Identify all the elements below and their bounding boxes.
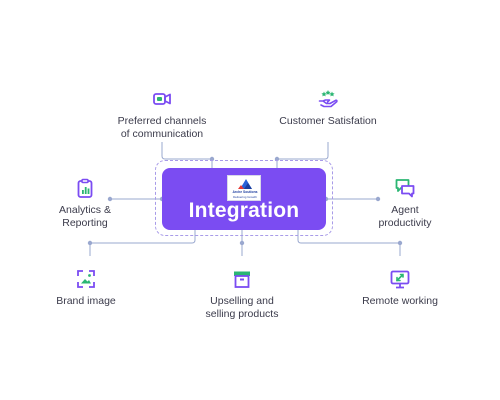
node-analytics-reporting: Analytics & Reporting <box>50 177 120 229</box>
video-chat-icon <box>153 93 171 105</box>
node-label: Analytics & Reporting <box>59 204 111 229</box>
node-label: Remote working <box>362 295 438 307</box>
node-label: Preferred channels of communication <box>117 115 207 140</box>
hub-dashed-frame <box>155 160 333 236</box>
logo-name: Arche Soutions <box>232 190 258 194</box>
chat-bubbles-icon <box>395 179 415 198</box>
connector-brand <box>89 230 196 256</box>
node-brand-image: Brand image <box>40 268 132 308</box>
node-remote-working: Remote working <box>350 268 450 308</box>
archive-box-icon <box>234 271 250 288</box>
clipboard-chart-icon <box>77 178 93 198</box>
image-frame-icon <box>77 270 95 288</box>
hub-title: Integration <box>188 199 300 222</box>
node-label: Customer Satisfation <box>279 115 377 127</box>
node-customer-satisfaction: Customer Satisfation <box>268 88 388 128</box>
connector-remote <box>297 230 401 256</box>
monitor-icon <box>390 270 410 289</box>
node-label: Brand image <box>56 295 116 307</box>
node-agent-productivity: Agent productivity <box>360 177 450 229</box>
logo-mountain-icon <box>238 179 252 189</box>
node-upselling: Upselling and selling products <box>192 268 292 320</box>
connector-channels <box>161 142 213 168</box>
logo-tagline: Delivering Growth <box>233 194 257 199</box>
node-label: Agent productivity <box>378 204 432 229</box>
company-logo: Arche Soutions Delivering Growth <box>227 175 261 201</box>
hand-stars-icon <box>318 90 338 108</box>
node-preferred-channels: Preferred channels of communication <box>102 88 222 140</box>
connector-satisfaction <box>276 142 329 168</box>
node-label: Upselling and selling products <box>205 295 279 320</box>
